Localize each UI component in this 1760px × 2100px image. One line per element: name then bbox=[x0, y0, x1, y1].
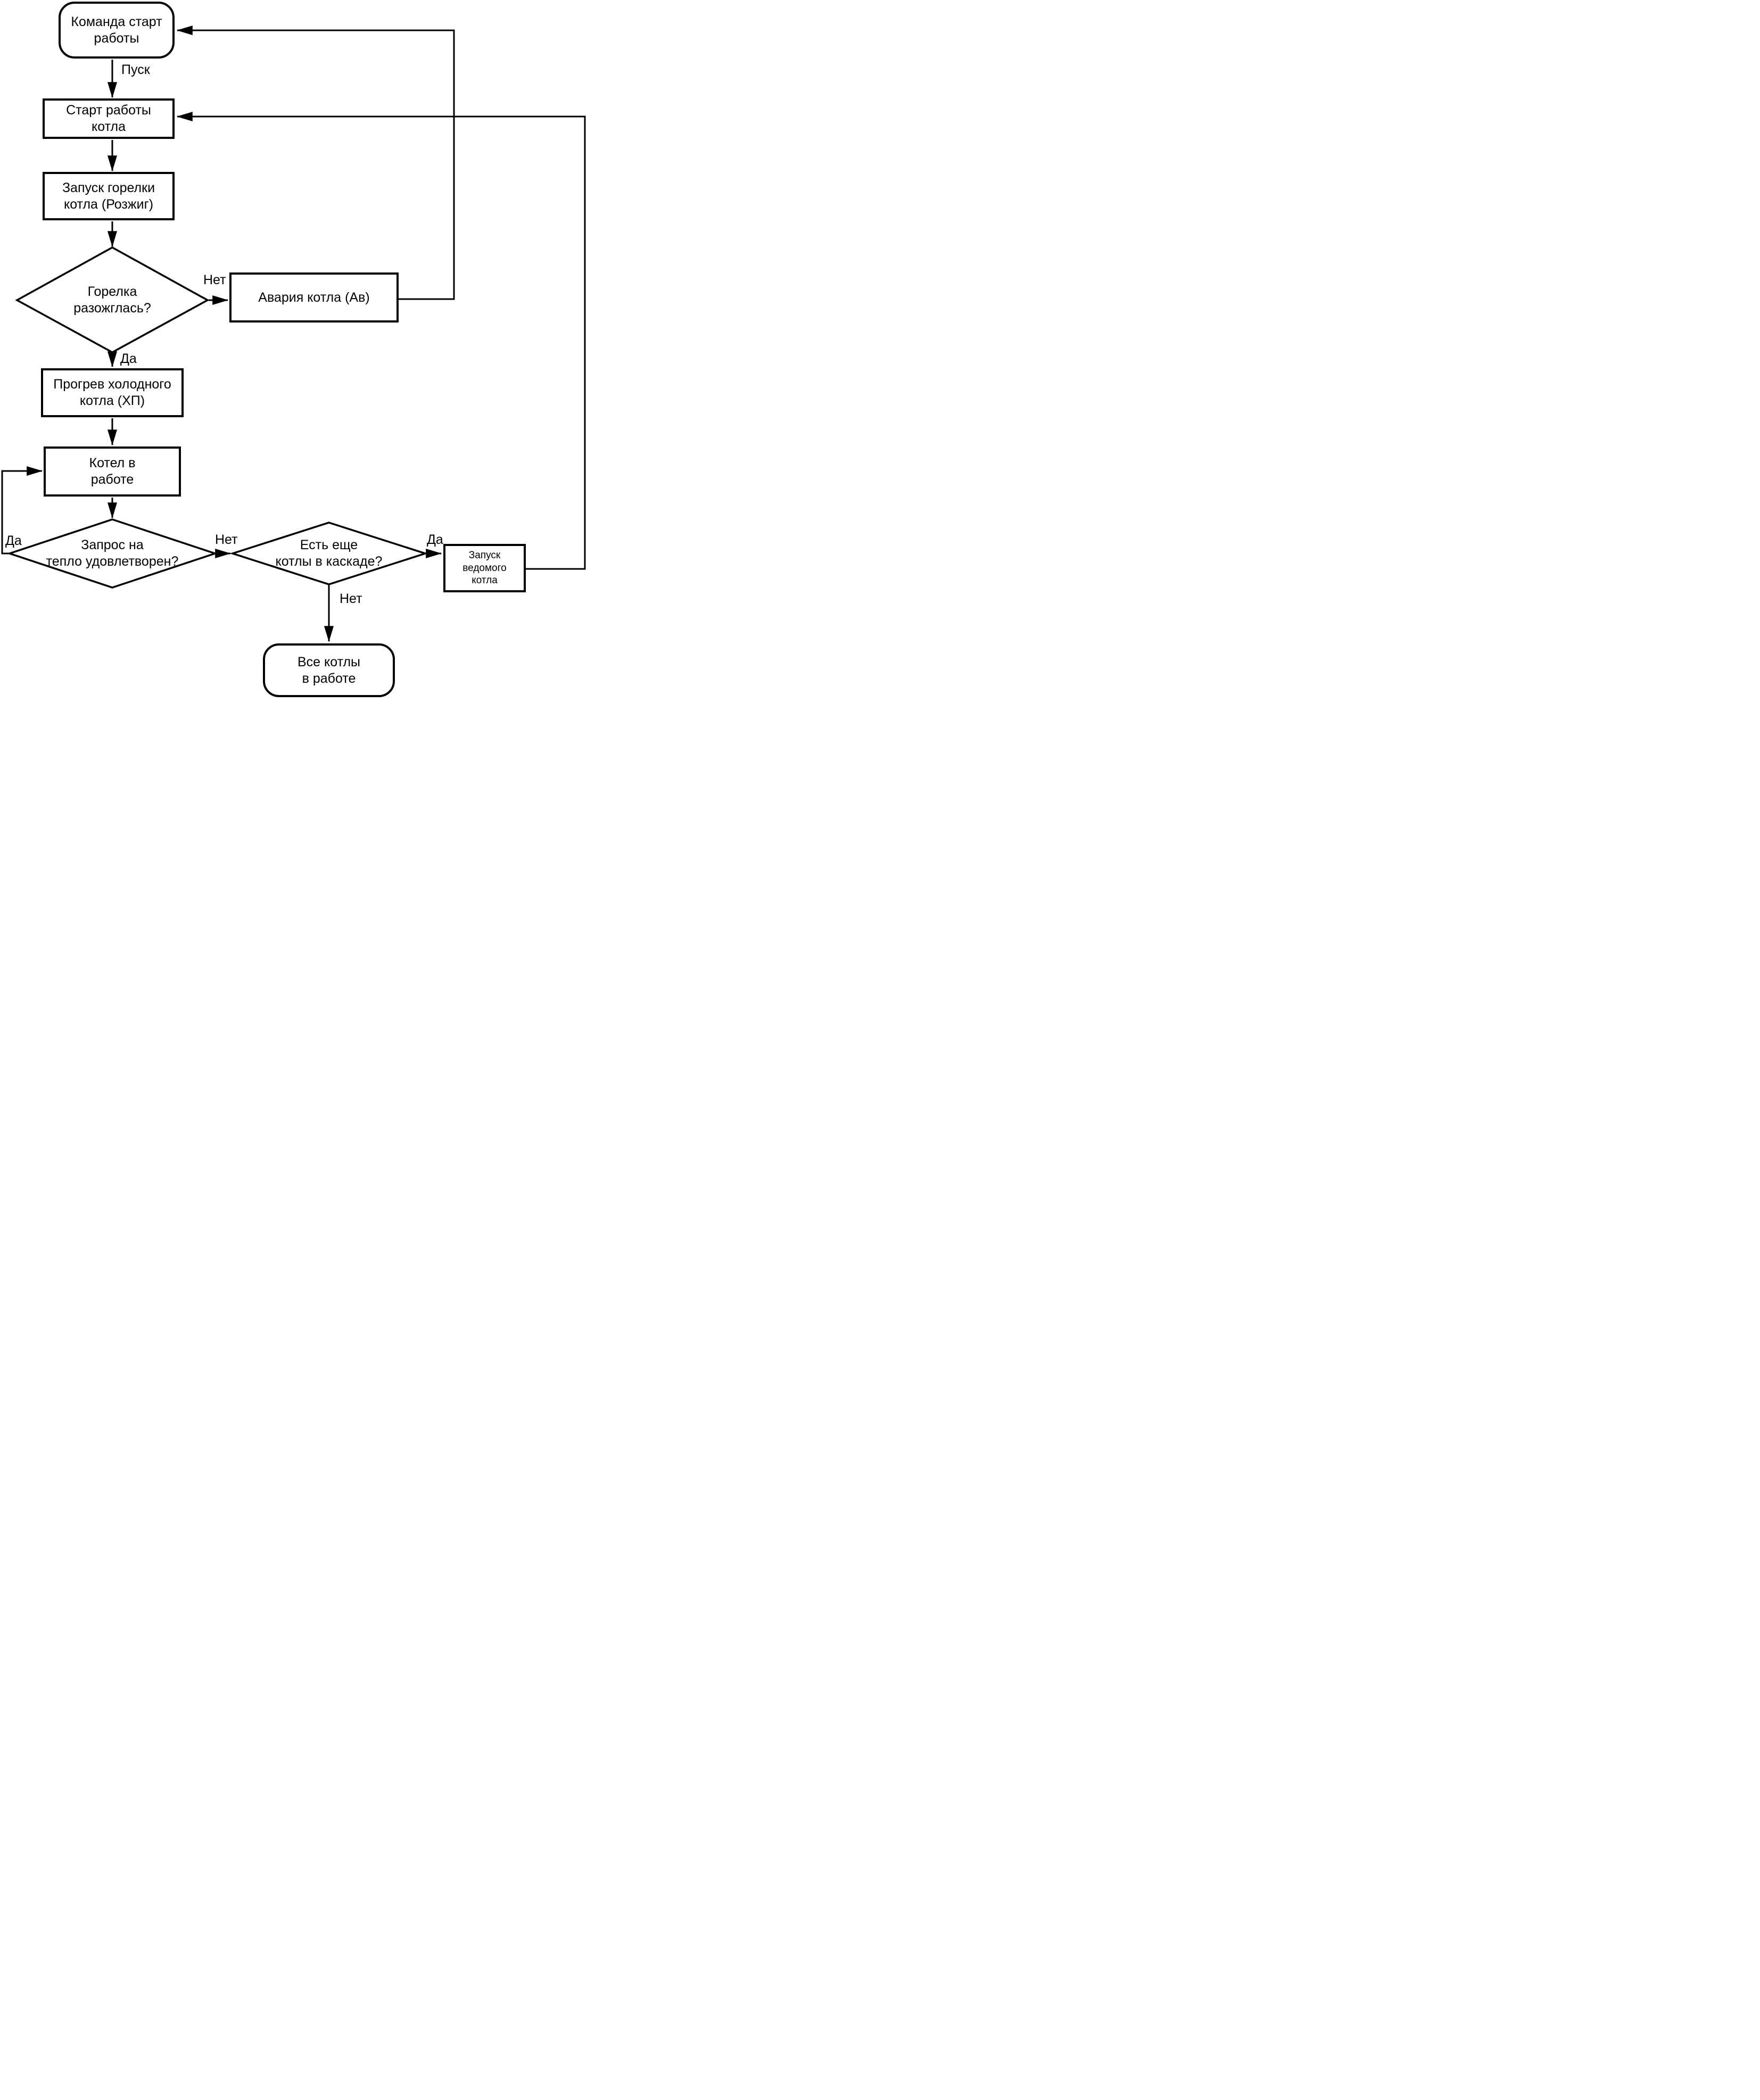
node-boiler-alarm: Авария котла (Ав) bbox=[229, 272, 399, 323]
edge-alarm-loop-to-start bbox=[176, 26, 455, 300]
node-boiler-in-operation: Котел в работе bbox=[44, 447, 181, 497]
node-all-boilers-running: Все котлы в работе bbox=[263, 643, 395, 697]
edge-label-cascade-no: Нет bbox=[340, 591, 362, 606]
node-start-command: Команда старт работы bbox=[59, 2, 175, 59]
edge-label-pusk: Пуск bbox=[121, 62, 150, 77]
edge-label-heat-no: Нет bbox=[215, 532, 238, 547]
node-slave-boiler-start: Запуск ведомого котла bbox=[443, 544, 526, 592]
edge-label-cascade-yes: Да bbox=[427, 532, 443, 547]
node-burner-ignited-diamond bbox=[15, 246, 210, 353]
edge-label-ignited-yes: Да bbox=[120, 351, 137, 366]
edge-label-heat-yes: Да bbox=[5, 533, 22, 548]
node-cold-boiler-warmup: Прогрев холодного котла (ХП) bbox=[41, 368, 184, 417]
flowchart-canvas: Команда старт работы Старт работы котла … bbox=[0, 0, 586, 700]
connector-layer bbox=[1, 26, 586, 642]
node-burner-ignition: Запуск горелки котла (Розжиг) bbox=[43, 172, 175, 220]
node-boiler-start: Старт работы котла bbox=[43, 98, 175, 139]
edge-slave-loop-to-boilerstart bbox=[176, 112, 586, 570]
node-heat-demand-diamond bbox=[6, 518, 218, 589]
edge-heat-yes-loop-to-operation bbox=[1, 466, 43, 555]
edge-label-ignited-no: Нет bbox=[203, 272, 226, 287]
node-more-boilers-diamond bbox=[229, 522, 428, 585]
